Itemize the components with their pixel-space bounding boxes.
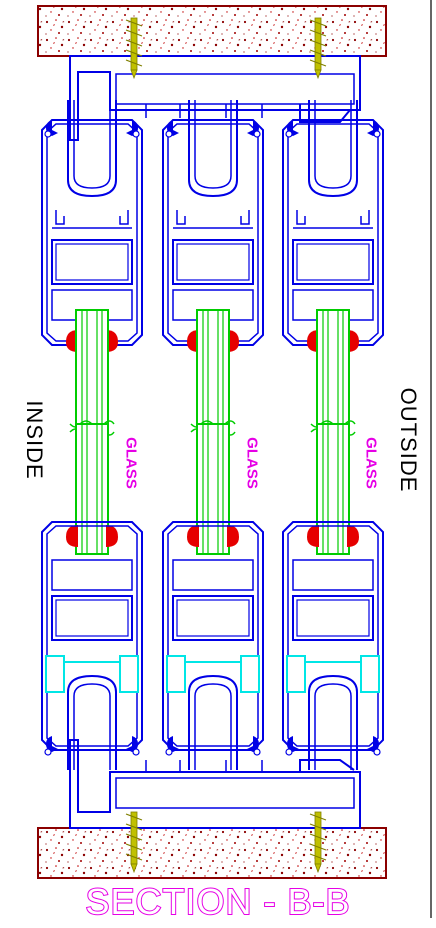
sash-3 xyxy=(282,99,384,771)
top-concrete xyxy=(37,5,387,57)
section-title: SECTION - B-B xyxy=(84,880,351,923)
bottom-concrete xyxy=(37,827,387,879)
bottom-frame xyxy=(69,739,361,829)
sash-2 xyxy=(162,99,264,771)
sash-1 xyxy=(41,99,143,771)
glass-label-2: GLASS xyxy=(243,437,261,489)
top-frame xyxy=(69,55,361,141)
outside-label: OUTSIDE xyxy=(396,387,421,493)
glass-label-3: GLASS xyxy=(362,437,380,489)
glass-label-1: GLASS xyxy=(122,437,140,489)
inside-label: INSIDE xyxy=(22,400,47,480)
